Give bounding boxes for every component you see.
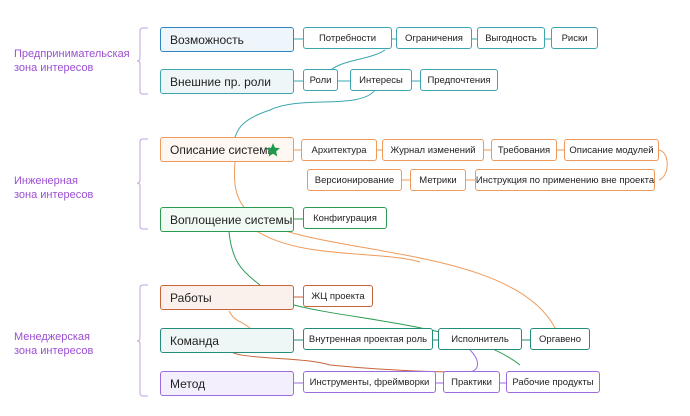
node-vneshnie-roli[interactable]: Внешние пр. роли [160, 69, 294, 94]
star-icon [266, 143, 280, 157]
sub-roli[interactable]: Роли [303, 69, 338, 91]
sub-metriki[interactable]: Метрики [410, 169, 466, 191]
blue-links [234, 38, 551, 138]
sub-trebovaniya[interactable]: Требования [491, 139, 557, 161]
sub-zhurnal[interactable]: Журнал изменений [382, 139, 484, 161]
sub-ispolnitel[interactable]: Исполнитель [438, 328, 522, 350]
sub-opisanie-moduley[interactable]: Описание модулей [564, 139, 659, 161]
sub-zhc-proekta[interactable]: ЖЦ проекта [303, 285, 373, 307]
sub-versionirovanie[interactable]: Версионирование [307, 169, 402, 191]
sub-predpochteniya[interactable]: Предпочтения [420, 69, 498, 91]
node-metod[interactable]: Метод [160, 371, 294, 396]
sub-praktiki[interactable]: Практики [443, 371, 500, 393]
sub-rabochie-produkty[interactable]: Рабочие продукты [506, 371, 600, 393]
sub-arhitektura[interactable]: Архитектура [301, 139, 377, 161]
zone-braces [136, 27, 148, 397]
node-komanda[interactable]: Команда [160, 328, 294, 353]
node-opisanie-sistemy-label: Описание системы [170, 142, 277, 157]
green-links [228, 218, 521, 366]
sub-instrumenty[interactable]: Инструменты, фреймворки [303, 371, 436, 393]
sub-riski[interactable]: Риски [551, 27, 598, 49]
sub-instrukciya[interactable]: Инструкция по применению вне проекта [475, 169, 655, 191]
sub-interesy[interactable]: Интересы [350, 69, 412, 91]
node-voploshchenie[interactable]: Воплощение системы [160, 207, 294, 232]
sub-ogranicheniya[interactable]: Ограничения [396, 27, 472, 49]
orange-links [228, 149, 668, 329]
node-raboty[interactable]: Работы [160, 285, 294, 310]
sub-potrebnosti[interactable]: Потребности [303, 27, 392, 49]
sub-vnutrennyaya-rol[interactable]: Внутренная проектая роль [303, 328, 433, 350]
node-vozmozhnost[interactable]: Возможность [160, 27, 294, 52]
sub-vygodnost[interactable]: Выгодность [477, 27, 545, 49]
sub-orgaveno[interactable]: Оргавено [530, 328, 590, 350]
sub-konfiguraciya[interactable]: Конфигурация [303, 207, 387, 229]
